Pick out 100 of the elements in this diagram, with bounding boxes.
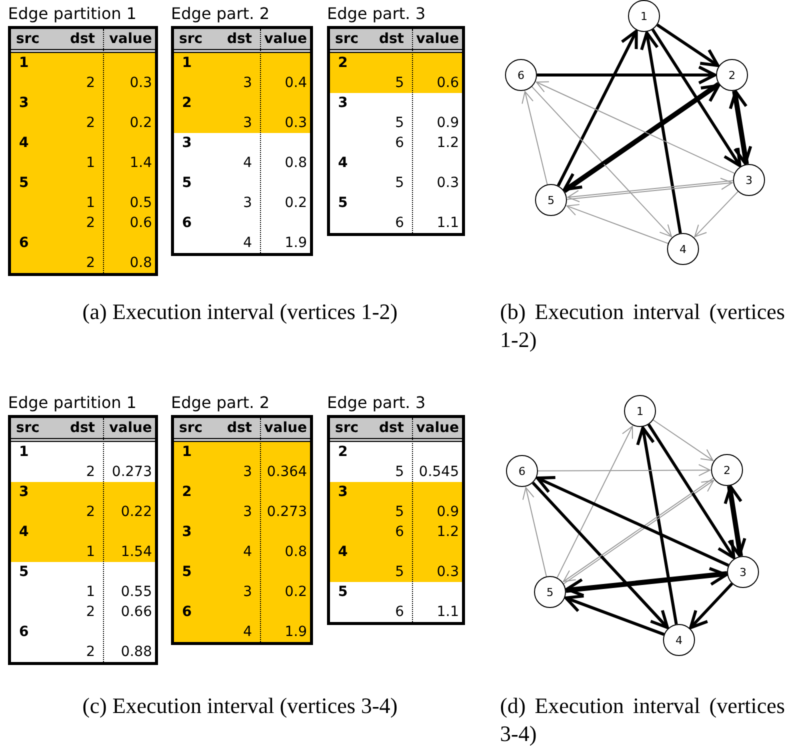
highlight-band	[174, 442, 310, 642]
column-header: src	[178, 420, 204, 436]
table-cell-text: 6	[394, 524, 405, 540]
vertex-circle	[534, 576, 566, 608]
vertex-circle	[663, 624, 695, 656]
table-cell-text: 0.273	[110, 464, 153, 480]
table-cell-text: 2	[85, 504, 96, 520]
column-header: dst	[68, 31, 96, 47]
table-cell-text: 5	[394, 504, 405, 520]
table-cell-text: 3	[242, 584, 253, 600]
vertex-label: 3	[746, 174, 752, 186]
table-cell-text: 0.2	[284, 584, 308, 600]
table-cell-text: 3	[181, 524, 193, 540]
vertex-circle	[535, 184, 567, 216]
vertex-circle	[711, 454, 743, 486]
vertex-label: 1	[636, 404, 644, 418]
table-cell-text: 6	[394, 215, 405, 231]
table-cell-text: 3	[242, 115, 253, 131]
table-title: Edge partition 1	[8, 4, 137, 23]
table-cell-text: 5	[18, 564, 30, 580]
table-cell-text: 0.9	[436, 115, 460, 131]
table-cell-text: 0.88	[120, 644, 153, 660]
arrow	[656, 24, 720, 68]
arrow	[727, 486, 746, 557]
vertex-label: 2	[728, 68, 736, 82]
figure-caption: (c) Execution interval (vertices 3-4)	[81, 692, 399, 720]
vertex-circle	[628, 0, 660, 32]
table-cell-text: 2	[181, 95, 193, 111]
table-cell-text: 0.2	[284, 195, 308, 211]
table-cell-text: 5	[394, 115, 405, 131]
arrow	[566, 204, 668, 244]
column-header: value	[263, 31, 308, 47]
column-header: value	[108, 31, 153, 47]
table-cell-text: 2	[85, 464, 96, 480]
arrow	[566, 566, 728, 593]
column-header: src	[178, 31, 204, 47]
table-cell-text: 3	[242, 75, 253, 91]
arrow	[728, 90, 749, 164]
arrow	[536, 81, 735, 174]
arrow	[636, 426, 678, 624]
vertex-label: 1	[640, 10, 648, 22]
table-title: Edge part. 2	[171, 4, 270, 23]
table-cell-text: 3	[242, 195, 253, 211]
table-cell-text: 0.8	[284, 155, 308, 171]
table-cell-text: 4	[242, 155, 253, 171]
table-cell-text: 1	[18, 444, 30, 460]
table-cell-text: 6	[394, 604, 405, 620]
table-cell-text: 5	[337, 584, 349, 600]
table-cell-text: 1.4	[128, 155, 153, 171]
table-cell-text: 3	[18, 95, 30, 111]
table-cell-text: 0.8	[284, 544, 308, 560]
table-cell-text: 1	[181, 55, 193, 71]
table-cell-text: 5	[394, 75, 405, 91]
table-cell-text: 0.22	[120, 504, 153, 520]
arrow	[652, 419, 714, 461]
table-cell-text: 5	[394, 564, 405, 580]
table-cell-text: 6	[18, 235, 30, 251]
table-cell-text: 1	[85, 544, 96, 560]
column-header: value	[415, 420, 460, 436]
table-cell-text: 2	[85, 115, 96, 131]
vertex-circle	[624, 395, 656, 427]
vertex-circle	[727, 556, 759, 588]
arrow	[732, 90, 752, 165]
arrow	[522, 487, 547, 577]
table-cell-text: 1	[181, 444, 193, 460]
vertex-circle	[667, 233, 699, 265]
table-cell-text: 2	[85, 644, 96, 660]
table-cell-text: 0.9	[436, 504, 460, 520]
table-cell-text: 2	[337, 444, 349, 460]
column-header: src	[15, 31, 41, 47]
table-cell-text: 6	[181, 604, 193, 620]
table-cell-text: 6	[181, 215, 193, 231]
highlight-band	[174, 53, 310, 133]
highlight-band	[11, 482, 155, 562]
table-cell-text: 2	[85, 215, 96, 231]
column-header: dst	[378, 420, 405, 436]
arrow	[556, 426, 633, 578]
highlight-band	[11, 53, 155, 273]
table-cell-text: 0.6	[436, 75, 460, 91]
arrow	[565, 571, 728, 598]
column-header: src	[15, 420, 41, 436]
table-cell-text: 3	[242, 464, 253, 480]
table-cell-text: 3	[337, 95, 349, 111]
column-header: dst	[378, 31, 405, 47]
table-cell-text: 1	[85, 584, 96, 600]
column-header: value	[108, 420, 153, 436]
column-header: value	[263, 420, 308, 436]
table-cell-text: 2	[85, 75, 96, 91]
table-cell-text: 4	[18, 135, 30, 151]
arrow	[651, 28, 742, 168]
table-cell-text: 1.1	[436, 215, 460, 231]
arrow	[532, 482, 669, 630]
vertex-label: 5	[546, 586, 554, 598]
vertex-circle	[505, 59, 537, 91]
table-cell-text: 6	[18, 624, 30, 640]
table-title: Edge partition 1	[8, 393, 137, 412]
column-header: dst	[226, 420, 253, 436]
table-cell-text: 4	[242, 624, 253, 640]
arrow	[536, 476, 730, 567]
figure-caption: (b) Execution interval (vertices 1-2)	[500, 298, 785, 354]
